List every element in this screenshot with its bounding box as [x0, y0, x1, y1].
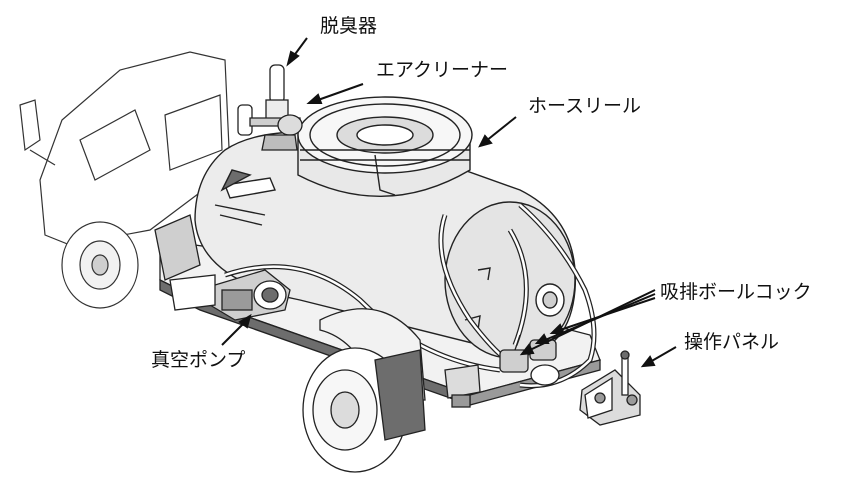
- label-hose-reel: ホースリール: [528, 95, 642, 117]
- deodorizer-assembly: [237, 64, 303, 151]
- arrow-air-cleaner: [306, 83, 364, 104]
- arrow-vacuum-pump: [221, 313, 252, 346]
- hose-reel: [297, 96, 473, 197]
- rear-wheel: [302, 308, 481, 473]
- control-panel-detail: [579, 350, 641, 426]
- arrow-hose-reel: [478, 116, 517, 148]
- arrow-control-panel: [640, 346, 677, 368]
- ball-cock-valves: [499, 334, 560, 386]
- label-control-panel: 操作パネル: [684, 331, 780, 353]
- vacuum-pump: [169, 269, 291, 321]
- arrow-deodorizer: [286, 37, 308, 67]
- arrow-ball-cock: [519, 289, 656, 356]
- front-wheel: [61, 221, 139, 309]
- leader-arrows: [221, 37, 677, 368]
- label-ball-cock: 吸排ボールコック: [660, 281, 812, 303]
- tank: [194, 131, 577, 359]
- label-air-cleaner: エアクリーナー: [376, 59, 509, 81]
- label-deodorizer: 脱臭器: [320, 15, 378, 37]
- label-vacuum-pump: 真空ポンプ: [151, 349, 246, 371]
- truck-cab: [19, 51, 231, 246]
